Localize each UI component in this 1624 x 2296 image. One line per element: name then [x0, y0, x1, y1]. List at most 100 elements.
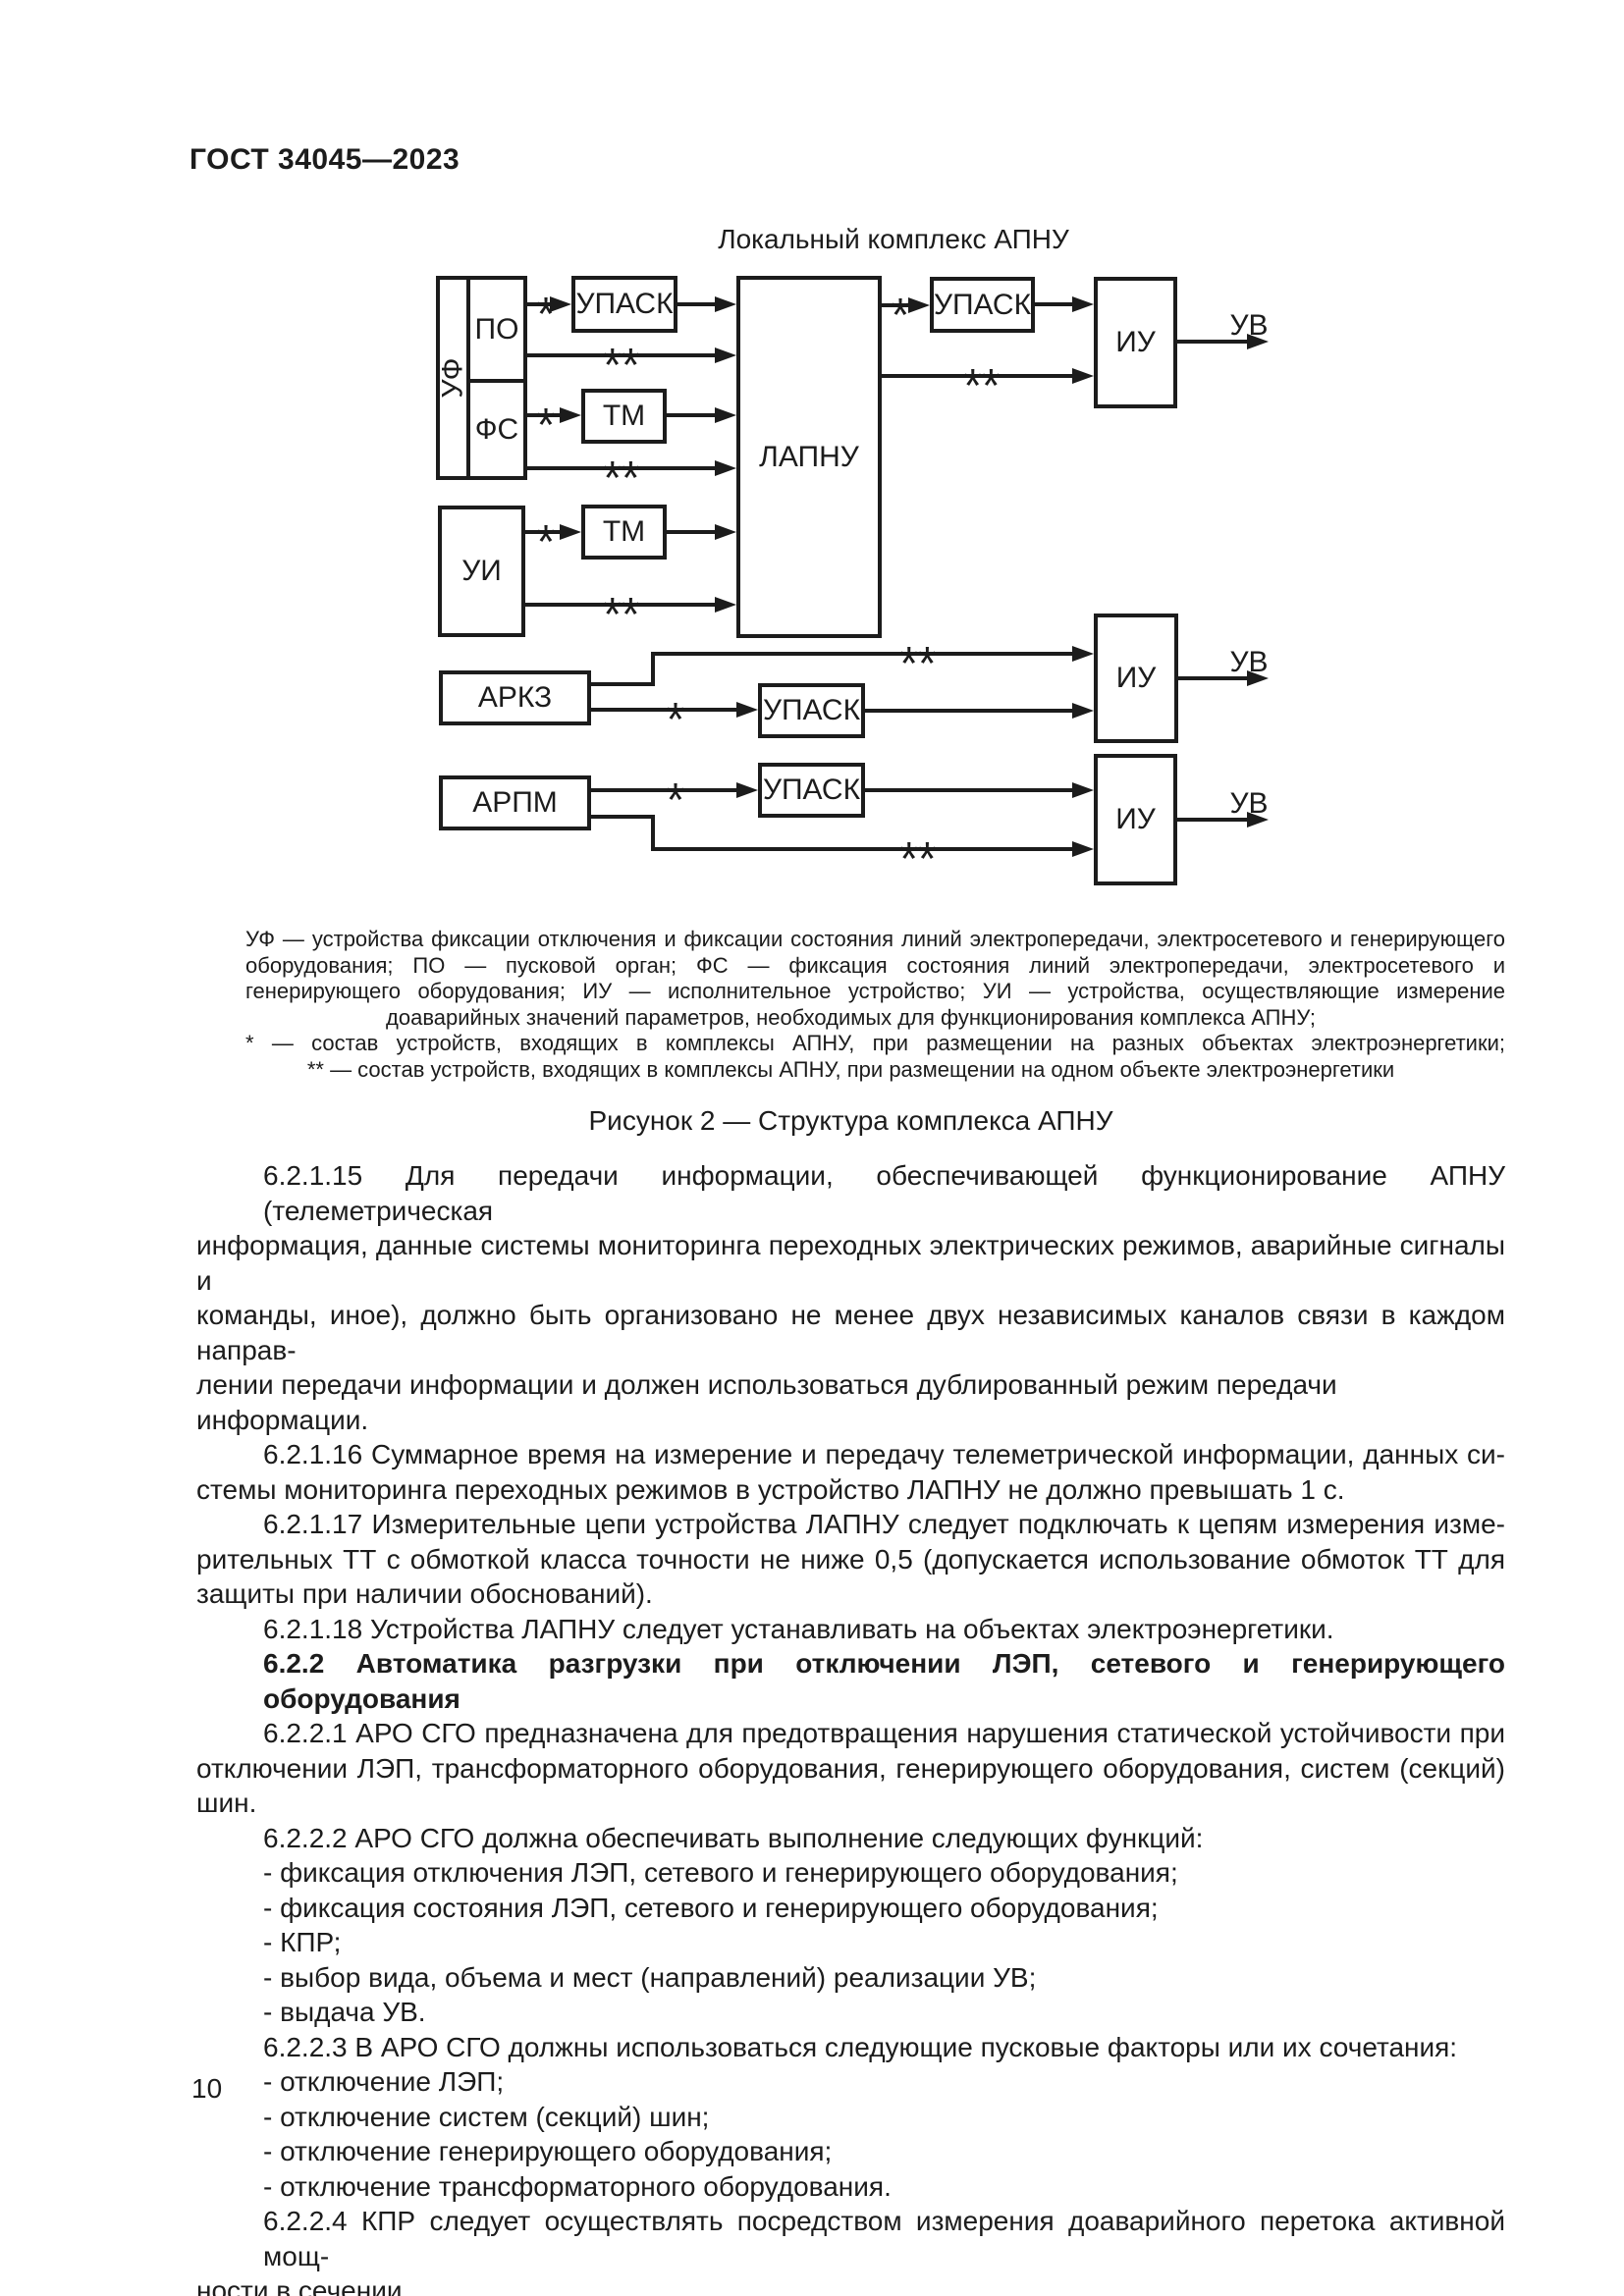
connector-star-marker: * — [537, 289, 556, 341]
diagram-box-label: УПАСК — [575, 288, 674, 320]
figure-title: Локальный комплекс АПНУ — [718, 224, 1069, 254]
arrowhead-icon — [1072, 703, 1094, 719]
body-line: - выбор вида, объема и мест (направлений… — [263, 1961, 1037, 1993]
diagram-box-uf: УФ — [436, 276, 470, 480]
body-line: - отключение систем (секций) шин; — [263, 2101, 710, 2132]
body-line: - КПР; — [263, 1927, 342, 1957]
diagram-box-upask2: УПАСК — [930, 277, 1035, 333]
body-line: 6.2.1.15 Для передачи информации, обеспе… — [263, 1160, 1505, 1226]
arrowhead-icon — [715, 347, 736, 363]
arrowhead-icon — [715, 597, 736, 613]
connector-star-marker: ** — [899, 638, 936, 690]
body-line: отключении ЛЭП, трансформаторного оборуд… — [196, 1752, 1505, 1784]
diagram-box-upask3: УПАСК — [758, 683, 865, 738]
arrowhead-icon — [1072, 782, 1094, 798]
diagram-box-ui: УИ — [438, 506, 525, 637]
output-label-uv: УВ — [1229, 787, 1268, 820]
connector-star-marker: * — [537, 516, 556, 568]
diagram-box-label: ИУ — [1115, 326, 1156, 358]
arrowhead-icon — [560, 524, 581, 540]
body-text: 6.2.1.15 Для передачи информации, обеспе… — [196, 1158, 1505, 2296]
diagram-box-iu3: ИУ — [1094, 754, 1177, 885]
body-line: шин. — [196, 1788, 257, 1818]
arrowhead-icon — [736, 702, 758, 718]
diagram-box-iu2: ИУ — [1094, 614, 1178, 743]
output-label-uv: УВ — [1229, 309, 1268, 342]
diagram-box-label: ИУ — [1115, 662, 1157, 694]
body-line: команды, иное), должно быть организовано… — [196, 1300, 1505, 1365]
diagram-box-label: АРКЗ — [477, 681, 553, 714]
arrowhead-icon — [1072, 646, 1094, 662]
page-header: ГОСТ 34045—2023 — [189, 143, 460, 176]
body-line: 6.2.1.16 Суммарное время на измерение и … — [263, 1439, 1505, 1469]
body-line: защиты при наличии обоснований). — [196, 1578, 653, 1609]
body-line: рительных ТТ с обмоткой класса точности … — [196, 1543, 1505, 1575]
output-label-uv: УВ — [1229, 646, 1268, 678]
body-line: - фиксация состояния ЛЭП, сетевого и ген… — [263, 1892, 1159, 1923]
diagram-box-tm1: ТМ — [581, 389, 667, 444]
connector-star-marker: ** — [899, 833, 936, 885]
diagram-box-label: УПАСК — [762, 774, 861, 806]
body-line: стемы мониторинга переходных режимов в у… — [196, 1473, 1345, 1505]
figure-legend: УФ — устройства фиксации отключения и фи… — [196, 927, 1505, 1083]
arrowhead-icon — [1247, 812, 1269, 828]
legend-line: доаварийных значений параметров, необход… — [386, 1004, 1316, 1030]
body-line: - отключение трансформаторного оборудова… — [263, 2170, 892, 2202]
diagram-box-arpm: АРПМ — [439, 775, 591, 830]
arrowhead-icon — [1247, 334, 1269, 349]
body-line: лении передачи информации и должен испол… — [196, 1369, 1337, 1435]
diagram-box-label: УПАСК — [762, 694, 861, 726]
connector-star-marker: * — [892, 290, 910, 342]
legend-line: ** — состав устройств, входящих в компле… — [306, 1056, 1395, 1082]
connector-star-marker: * — [537, 400, 556, 452]
arrowhead-icon — [715, 524, 736, 540]
diagram-box-fs: ФС — [466, 379, 527, 480]
legend-line: генерирующего оборудования; ИУ — исполни… — [245, 979, 1505, 1003]
body-line: 6.2.2.1 АРО СГО предназначена для предот… — [263, 1718, 1505, 1748]
diagram-box-lapnu: ЛАПНУ — [736, 276, 882, 638]
diagram-box-label: ФС — [474, 412, 519, 446]
connector-star-marker: ** — [603, 589, 639, 641]
diagram-box-label: ТМ — [602, 515, 646, 548]
body-line: информация, данные системы мониторинга п… — [196, 1230, 1505, 1296]
arrowhead-icon — [1072, 296, 1094, 312]
legend-line: * — состав устройств, входящих в комплек… — [245, 1031, 1505, 1055]
connector-star-marker: ** — [963, 360, 1000, 412]
diagram-box-label: ИУ — [1115, 803, 1156, 835]
diagram-box-label: УПАСК — [933, 288, 1032, 321]
arrowhead-icon — [715, 296, 736, 312]
diagram-box-upask4: УПАСК — [758, 763, 865, 818]
body-line: - отключение ЛЭП; — [263, 2066, 505, 2097]
body-line: - отключение генерирующего оборудования; — [263, 2136, 833, 2166]
diagram-connector — [591, 652, 1080, 686]
diagram-box-label: АРПМ — [472, 786, 558, 819]
connector-star-marker: * — [667, 694, 685, 746]
body-line: ности в сечении. — [196, 2275, 410, 2296]
connector-star-marker: ** — [603, 340, 639, 392]
body-line: 6.2.2.3 В АРО СГО должны использоваться … — [263, 2031, 1458, 2062]
arrowhead-icon — [715, 460, 736, 476]
diagram-box-label: ТМ — [602, 400, 646, 432]
body-line: 6.2.2.4 КПР следует осуществлять посредс… — [263, 2206, 1505, 2271]
arrowhead-icon — [550, 296, 571, 312]
legend-line: оборудования; ПО — пусковой орган; ФС — … — [245, 952, 1505, 978]
diagram-connector — [591, 815, 1080, 851]
body-line: 6.2.2.2 АРО СГО должна обеспечивать выпо… — [263, 1822, 1204, 1853]
diagram-box-tm2: ТМ — [581, 505, 667, 560]
diagram-box-label: УФ — [436, 357, 469, 399]
arrowhead-icon — [1072, 368, 1094, 384]
diagram-box-arkz: АРКЗ — [439, 670, 591, 725]
legend-line: УФ — устройства фиксации отключения и фи… — [245, 927, 1505, 951]
diagram-box-label: ЛАПНУ — [759, 440, 859, 473]
arrowhead-icon — [908, 297, 930, 313]
body-line: - выдача УВ. — [263, 1997, 426, 2027]
connector-star-marker: * — [667, 774, 685, 827]
body-line: 6.2.2 Автоматика разгрузки при отключени… — [263, 1648, 1505, 1714]
arrowhead-icon — [715, 407, 736, 423]
diagram-box-po: ПО — [466, 276, 527, 383]
page-number: 10 — [191, 2073, 223, 2104]
connector-star-marker: ** — [603, 453, 639, 505]
figure-caption: Рисунок 2 — Структура комплекса АПНУ — [588, 1105, 1113, 1136]
